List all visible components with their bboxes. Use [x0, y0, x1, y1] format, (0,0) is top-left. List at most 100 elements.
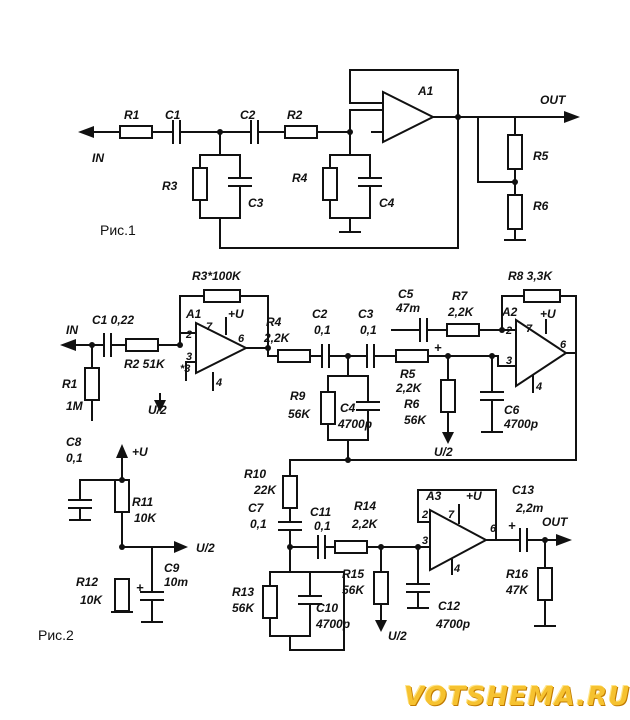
fig2-label-a3-pu: +U — [466, 489, 482, 503]
fig2-label-r1: R1 — [62, 377, 78, 391]
fig2-label-a2: A2 — [501, 305, 518, 319]
fig2-label-c7: C7 — [248, 501, 265, 515]
fig2-label-a1-p4: 4 — [215, 377, 222, 389]
fig2-label-r6: R6 — [404, 397, 420, 411]
fig2-label-r6-half: U/2 — [434, 445, 453, 459]
fig2-label-a3-p4: 4 — [453, 563, 460, 575]
fig2-r1 — [84, 367, 100, 401]
fig1-label-r6: R6 — [533, 199, 549, 213]
fig2-label-r16v: 47K — [505, 583, 529, 597]
fig2-label-c1: C1 0,22 — [92, 313, 134, 327]
fig1-label-c3: C3 — [248, 196, 264, 210]
fig2-label-c9plus: + — [136, 580, 144, 595]
fig2-r12 — [114, 578, 130, 612]
fig2-r5 — [395, 349, 429, 363]
fig2-opamp-a3 — [429, 508, 489, 572]
fig2-label-c2v: 0,1 — [314, 323, 331, 337]
fig2-label-c10v: 4700p — [315, 617, 350, 631]
fig2-label-r15v: 56K — [342, 583, 365, 597]
fig1-r2 — [284, 125, 318, 139]
site-watermark: VOTSHEMA.RU — [404, 682, 630, 712]
fig2-label-c5v: 47m — [395, 301, 420, 315]
fig2-label-c3v: 0,1 — [360, 323, 377, 337]
fig2-label-r15: R15 — [342, 567, 364, 581]
output-arrow-icon — [556, 534, 572, 546]
fig2-label-a2-p6: 6 — [560, 339, 567, 351]
fig1-label-r5: R5 — [533, 149, 549, 163]
input-arrow-icon — [60, 339, 76, 351]
fig2-label-a3-p2: 2 — [421, 509, 428, 521]
fig2-label-r13: R13 — [232, 585, 254, 599]
fig1-r4 — [322, 167, 338, 201]
fig2-label-c10: C10 — [316, 601, 338, 615]
fig2-label-a1-p6: 6 — [238, 333, 245, 345]
fig2-r16 — [537, 567, 553, 601]
fig2-label-a1-pu: +U — [228, 307, 244, 321]
fig2-label-r13v: 56K — [232, 601, 255, 615]
fig2-label-c11: C11 — [310, 505, 331, 519]
fig2-r7 — [446, 323, 480, 337]
fig2-label-c4: C4 — [340, 401, 356, 415]
fig2-label-supply: +U — [132, 445, 148, 459]
fig2-label-r9v: 56K — [288, 407, 311, 421]
fig2-label-c6: C6 — [504, 403, 520, 417]
fig1-r5 — [507, 134, 523, 170]
fig1-label-c2: C2 — [240, 108, 256, 122]
fig1-r3 — [192, 167, 208, 201]
fig2-label-c12: C12 — [438, 599, 460, 613]
fig1-caption: Рис.1 — [100, 222, 136, 238]
fig2-label-r2: R2 51K — [124, 357, 166, 371]
fig2-label-r7: R7 — [452, 289, 469, 303]
fig2-label-c9v: 10m — [164, 575, 188, 589]
fig2-label-a2-p7: 7 — [526, 323, 533, 335]
fig2-label-a2-p2: 2 — [505, 325, 512, 337]
fig2-r13 — [262, 585, 278, 619]
fig2-label-c5: C5 — [398, 287, 414, 301]
fig2-label-r14v: 2,2K — [351, 517, 379, 531]
output-arrow-icon — [564, 111, 580, 123]
fig2-label-a1-half: U/2 — [148, 403, 167, 417]
fig2-label-c4v: 4700p — [337, 417, 372, 431]
fig2-label-out: OUT — [542, 515, 569, 529]
fig1-r6 — [507, 194, 523, 230]
fig2-label-r4: R4 — [266, 315, 282, 329]
fig2-r15 — [373, 571, 389, 605]
figure-2: IN C1 0,22 R1 1M R2 51K *3 R3*100K A1 2 … — [38, 269, 577, 651]
fig2-label-r5: R5 — [400, 367, 416, 381]
fig1-label-r2: R2 — [287, 108, 303, 122]
fig2-label-r9: R9 — [290, 389, 306, 403]
fig1-label-c4: C4 — [379, 196, 395, 210]
fig2-label-a2-p3: 3 — [506, 355, 512, 367]
fig1-label-in: IN — [92, 151, 104, 165]
fig2-label-a3-p3: 3 — [422, 535, 428, 547]
fig2-r9 — [320, 391, 336, 425]
figure-1: IN R1 C1 C2 R2 R3 C3 R4 C4 A1 OUT R5 R6 … — [78, 69, 580, 249]
fig1-label-c1: C1 — [165, 108, 181, 122]
fig2-r14 — [334, 540, 368, 554]
fig2-label-a2-p4: 4 — [535, 381, 542, 393]
fig2-label-r8: R8 3,3K — [508, 269, 553, 283]
fig1-opamp-a1 — [382, 90, 436, 144]
fig2-label-a3: A3 — [425, 489, 442, 503]
fig1-r1 — [119, 125, 153, 139]
fig2-label-a1-p7: 7 — [206, 321, 213, 333]
fig2-label-c6v: 4700p — [503, 417, 538, 431]
fig2-caption: Рис.2 — [38, 627, 74, 643]
fig2-label-c11v: 0,1 — [314, 519, 331, 533]
fig2-label-a1: A1 — [185, 307, 202, 321]
fig2-label-r16: R16 — [506, 567, 528, 581]
fig1-label-r1: R1 — [124, 108, 140, 122]
fig2-r11 — [114, 479, 130, 513]
fig2-label-c3: C3 — [358, 307, 374, 321]
fig2-r8 — [523, 289, 561, 303]
fig2-label-c13: C13 — [512, 483, 534, 497]
fig2-r6 — [440, 379, 456, 413]
fig2-label-r5v: 2,2K — [395, 381, 423, 395]
input-arrow-icon — [78, 126, 94, 138]
fig2-label-a3-p6: 6 — [490, 523, 497, 535]
fig1-label-a1: A1 — [417, 84, 434, 98]
fig2-label-c12v: 4700p — [435, 617, 470, 631]
fig2-label-c5plus: + — [434, 340, 442, 355]
fig2-label-r12v: 10K — [80, 593, 103, 607]
fig2-label-c8: C8 — [66, 435, 82, 449]
